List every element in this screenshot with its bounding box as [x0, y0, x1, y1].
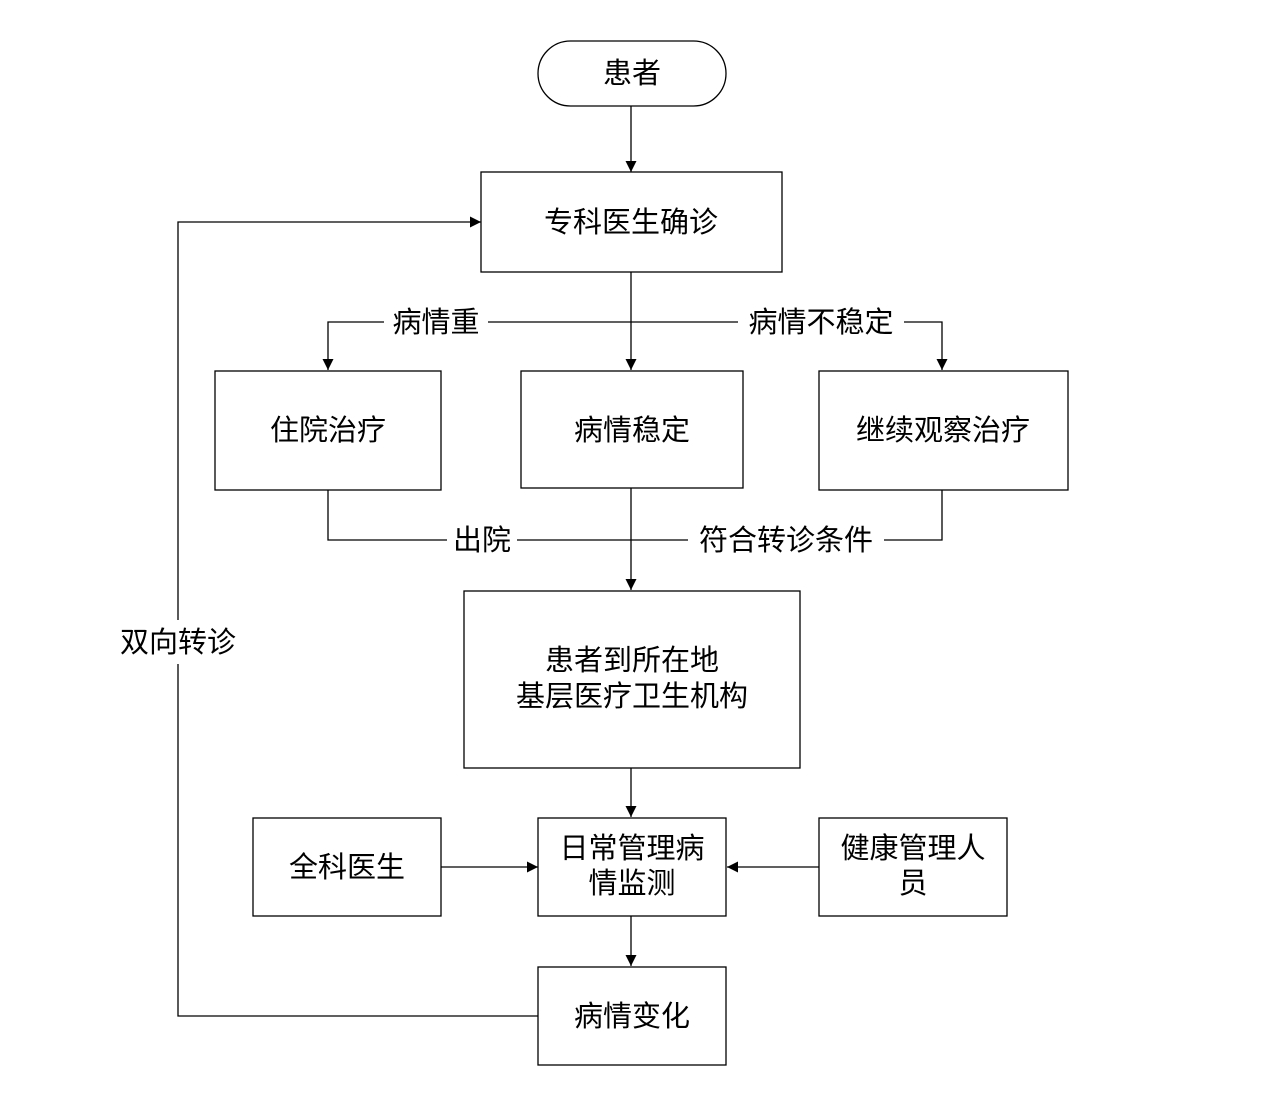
node-primary-care-line-1: 患者到所在地	[545, 643, 719, 677]
node-patient-label: 患者	[603, 56, 661, 90]
node-daily-management-line-1: 日常管理病	[559, 831, 704, 865]
node-daily-management: 日常管理病 情监测	[537, 817, 727, 917]
edge-diagnosis-to-hospitalization	[322, 321, 631, 370]
edge-diagnosis-to-observation	[631, 321, 948, 370]
edge-hospitalization-discharge	[327, 490, 631, 541]
edge-label-unstable: 病情不稳定	[748, 305, 893, 339]
edge-label-severe: 病情重	[392, 305, 479, 339]
node-daily-management-line-2: 情监测	[588, 866, 675, 900]
node-stable-condition: 病情稳定	[520, 370, 744, 489]
node-primary-care-line-2: 基层医疗卫生机构	[516, 679, 748, 713]
node-specialist-diagnosis: 专科医生确诊	[480, 171, 783, 273]
edge-label-two-way-referral: 双向转诊	[120, 625, 236, 659]
node-hospitalization-label: 住院治疗	[270, 413, 386, 447]
node-condition-change-label: 病情变化	[574, 999, 690, 1033]
edge-label-discharge: 出院	[453, 523, 511, 557]
node-patient: 患者	[537, 40, 727, 107]
node-general-practitioner-label: 全科医生	[289, 850, 405, 884]
node-health-manager-line-2: 员	[898, 866, 927, 900]
node-continue-observation: 继续观察治疗	[818, 370, 1069, 491]
node-general-practitioner: 全科医生	[252, 817, 442, 917]
node-health-manager-line-1: 健康管理人	[840, 831, 985, 865]
node-health-manager: 健康管理人 员	[818, 817, 1008, 917]
node-specialist-diagnosis-label: 专科医生确诊	[544, 205, 718, 239]
node-hospitalization: 住院治疗	[214, 370, 442, 491]
edge-label-referral-criteria: 符合转诊条件	[699, 523, 873, 557]
edge-referral-loop	[177, 216, 538, 1017]
node-primary-care: 患者到所在地 基层医疗卫生机构	[463, 590, 801, 769]
node-condition-change: 病情变化	[537, 966, 727, 1066]
node-stable-condition-label: 病情稳定	[574, 413, 690, 447]
node-continue-observation-label: 继续观察治疗	[856, 413, 1030, 447]
